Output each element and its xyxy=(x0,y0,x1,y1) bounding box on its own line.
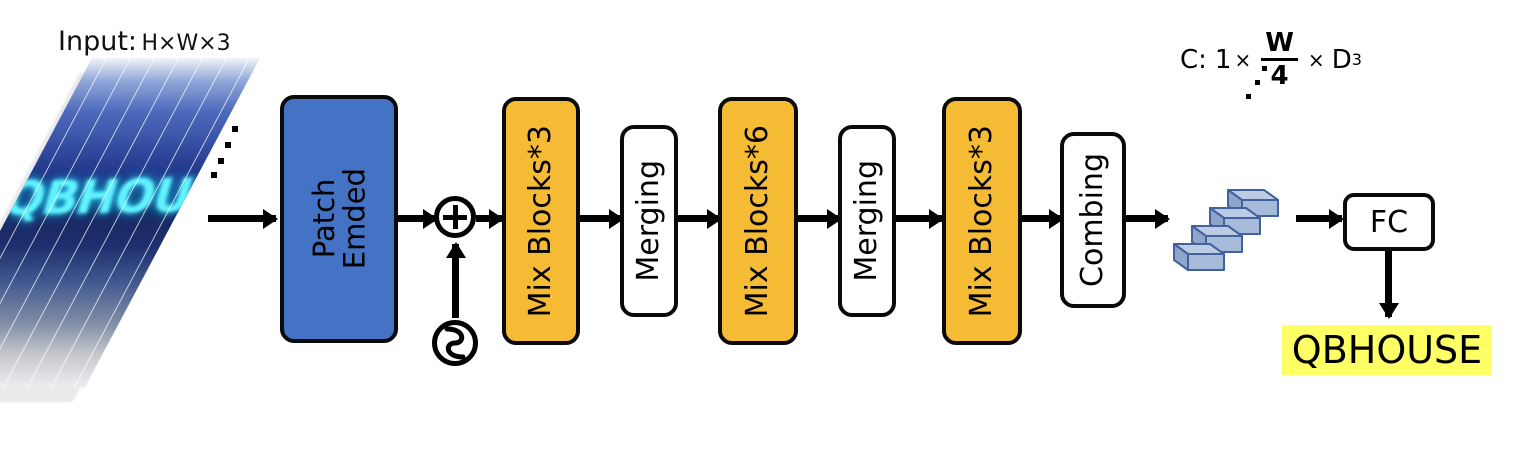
feature-label-depth-sub: 3 xyxy=(1351,50,1362,69)
output-text: QBHOUSE xyxy=(1291,328,1483,372)
arrow-patch-embed-to-add xyxy=(398,215,436,222)
arrow-input-to-patch-embed xyxy=(208,215,276,222)
block-mix-blocks-3-label: Mix Blocks*3 xyxy=(964,124,1000,318)
patch-embed-line2: Emded xyxy=(337,168,371,270)
sine-wave-glyph xyxy=(444,326,466,360)
feature-label-first: 1 xyxy=(1214,44,1232,75)
feature-label-fraction: W 4 xyxy=(1261,30,1298,89)
block-merging-1[interactable]: Merging xyxy=(620,125,678,317)
arrow-tokens-to-fc xyxy=(1296,215,1342,222)
input-image-stack: QBHOUSE xyxy=(0,58,277,428)
fraction-bar xyxy=(1261,58,1298,61)
feature-label-times2: × xyxy=(1307,47,1325,72)
block-mix-blocks-3[interactable]: Mix Blocks*3 xyxy=(942,97,1022,345)
input-label: Input: H×W×3 xyxy=(58,26,231,57)
arrow-mix-blocks-3-to-combing xyxy=(1022,215,1062,222)
block-merging-1-label: Merging xyxy=(631,160,667,282)
arrow-merging-1-to-mix-blocks-2 xyxy=(678,215,720,222)
feature-label-times1: × xyxy=(1234,47,1252,72)
fraction-numerator: W xyxy=(1265,28,1294,58)
input-image-gridlines xyxy=(0,58,260,388)
feature-label-ellipsis-icon xyxy=(1238,66,1272,110)
token-slabs-svg xyxy=(1173,189,1279,271)
arrow-add-to-mix-blocks-1 xyxy=(476,215,502,222)
node-element-wise-add[interactable] xyxy=(434,196,476,238)
arrow-mix-blocks-1-to-merging-1 xyxy=(580,215,622,222)
arrow-mix-blocks-2-to-merging-2 xyxy=(798,215,840,222)
plus-icon-vertical xyxy=(453,205,458,229)
block-patch-embed[interactable]: Patch Emded xyxy=(280,95,398,343)
block-combing-label: Combing xyxy=(1075,153,1111,287)
input-label-dims: H×W×3 xyxy=(141,31,231,56)
feature-token-slabs xyxy=(1168,182,1288,282)
patch-embed-line1: Patch xyxy=(306,179,341,259)
fraction-denominator: 4 xyxy=(1270,61,1289,91)
block-mix-blocks-1-label: Mix Blocks*3 xyxy=(523,124,559,318)
block-mix-blocks-2-label: Mix Blocks*6 xyxy=(740,124,776,318)
block-fc[interactable]: FC xyxy=(1343,193,1435,251)
arrow-fc-to-output xyxy=(1385,251,1392,317)
block-mix-blocks-2[interactable]: Mix Blocks*6 xyxy=(718,97,798,345)
input-stack-ellipsis-icon xyxy=(208,126,248,178)
block-patch-embed-label: Patch Emded xyxy=(306,168,371,270)
arrow-merging-2-to-mix-blocks-3 xyxy=(896,215,942,222)
arrow-pos-encoding-to-add xyxy=(452,244,459,318)
block-mix-blocks-1[interactable]: Mix Blocks*3 xyxy=(502,97,580,345)
feature-label-depth: D xyxy=(1331,44,1352,75)
block-merging-2-label: Merging xyxy=(849,160,885,282)
positional-encoding-sine-icon xyxy=(432,320,478,366)
block-combing[interactable]: Combing xyxy=(1060,132,1126,308)
block-fc-label: FC xyxy=(1369,204,1409,240)
block-merging-2[interactable]: Merging xyxy=(838,125,896,317)
output-text-highlight: QBHOUSE xyxy=(1282,325,1492,375)
feature-label-prefix: C: xyxy=(1180,44,1207,75)
input-label-prefix: Input: xyxy=(58,26,138,57)
input-image-sheet: QBHOUSE xyxy=(0,58,260,388)
arrow-combing-to-tokens xyxy=(1126,215,1168,222)
